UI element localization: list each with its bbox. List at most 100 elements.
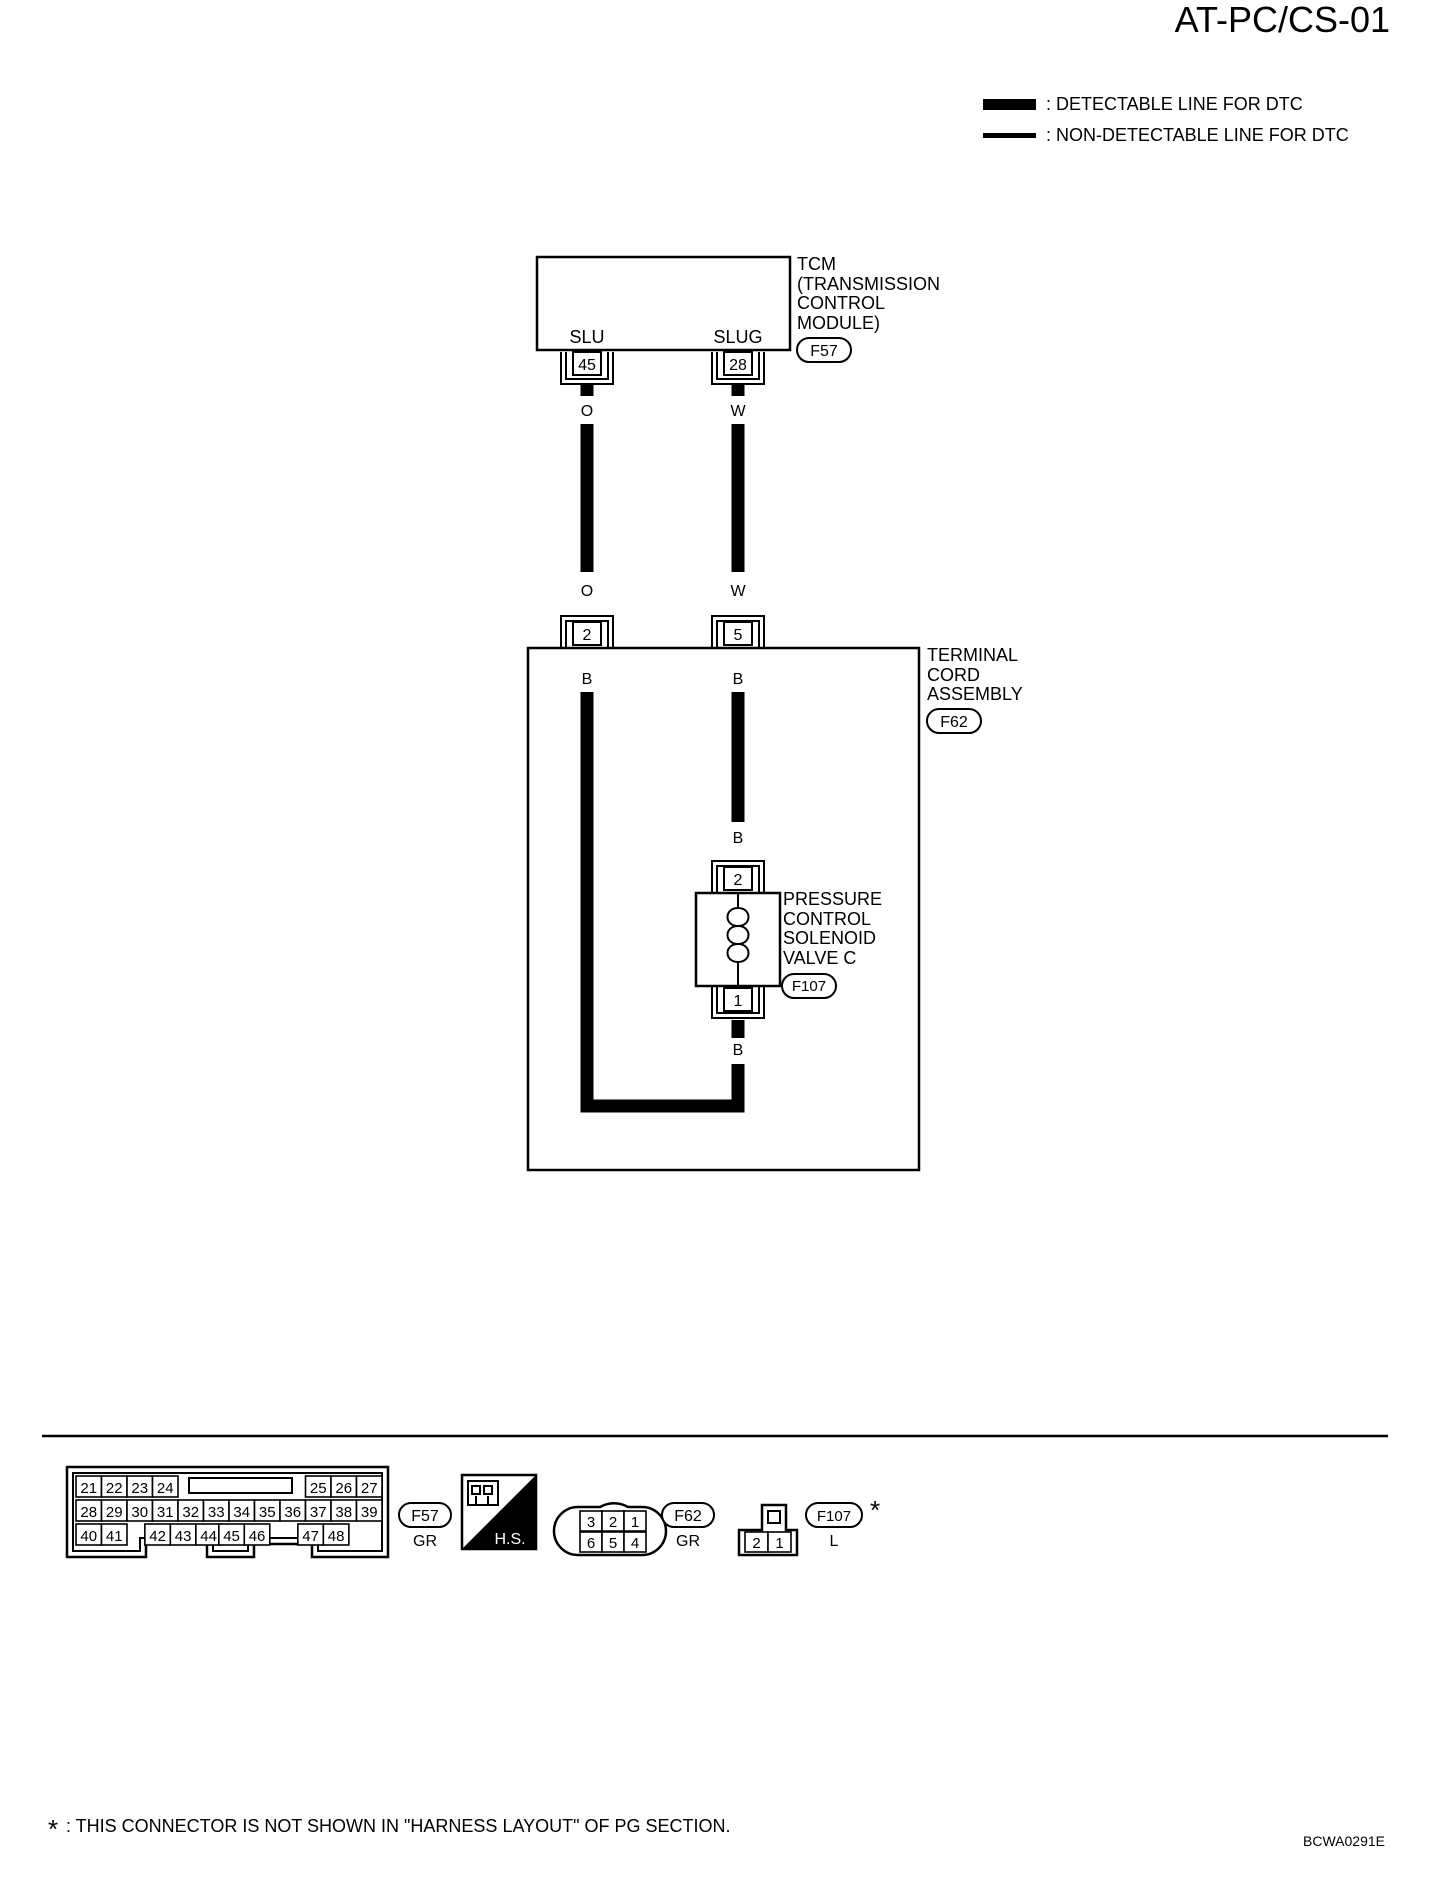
wire-color-b: B [733,671,744,688]
tcm-label-line: CONTROL [797,293,885,313]
f62-pin-label: 2 [609,1514,617,1531]
f107-pin-label: 1 [775,1535,783,1552]
f57-pin-label: 30 [131,1504,148,1521]
f62-pin-label: 5 [609,1535,617,1552]
solenoid-label-line: CONTROL [783,909,871,929]
f57-pin-label: 32 [182,1504,199,1521]
f57-pin-label: 40 [80,1528,97,1545]
footnote-text: : THIS CONNECTOR IS NOT SHOWN IN "HARNES… [66,1816,731,1836]
solenoid-label-line: PRESSURE [783,889,882,909]
tcm-label-line: (TRANSMISSION [797,274,940,294]
f62-view-id: F62 [674,1508,702,1525]
f57-pin-label: 31 [157,1504,174,1521]
f57-pin-label-cell [355,1475,383,1498]
connector-tag-f57 [796,337,852,363]
f57-pin-label: 35 [259,1504,276,1521]
wire-color-o-top: O [581,403,593,420]
f57-pin-label: 47 [302,1528,319,1545]
wire-color-b-solenoid-bottom: B [733,1042,744,1059]
f57-pin-label-cell [100,1523,128,1546]
tcm-box [535,255,792,352]
tcm-pin-45: 45 [560,351,614,385]
tcm-pin-45-label: 45 [578,357,596,374]
f57-pin-label: 37 [310,1504,327,1521]
legend-detectable-swatch [983,99,1036,110]
legend-detectable-label: : DETECTABLE LINE FOR DTC [1046,94,1303,114]
f107-view-asterisk: * [870,1495,880,1525]
f62-pin-label: 6 [587,1535,595,1552]
wire-color-o-bottom: O [581,583,593,600]
connector-tag-f57-view [398,1502,452,1528]
f57-pin-label: 23 [131,1480,148,1497]
f107-pin-label: 2 [752,1535,760,1552]
connector-tag-f107-label: F107 [792,978,826,995]
wire-color-b-solenoid-top: B [733,830,744,847]
figure-code: BCWA0291E [1303,1833,1385,1849]
f57-pin-label: 29 [106,1504,123,1521]
f57-view-color: GR [413,1533,437,1550]
f57-pin-label: 42 [149,1528,166,1545]
f107-view-color: L [830,1533,839,1550]
f57-pin-label: 45 [223,1528,240,1545]
wire-b-return [580,692,745,1113]
connector-tag-f62 [926,708,982,734]
pressure-control-solenoid: 2 1 PRESSURE CONTROL SOLENOID VALVE C F1… [694,860,887,1019]
solenoid-label-line: SOLENOID [783,928,876,948]
f107-view-id: F107 [817,1508,851,1525]
terminal-cord-pin-5-label: 5 [734,627,743,644]
f57-pin-label: 33 [208,1504,225,1521]
f57-pin-label: 25 [310,1480,327,1497]
terminal-name-slu: SLU [569,327,604,347]
f57-pin-label-cell [151,1475,179,1498]
harness-side-badge: H.S. [460,1473,538,1551]
terminal-cord-box [526,646,921,1172]
f57-pin-label-cell [322,1523,350,1546]
footnote-mark: * [48,1814,58,1844]
harness-side-icon [467,1480,499,1506]
connector-tag-f107 [781,973,837,999]
connector-tag-f62-label: F62 [940,714,968,731]
f57-pin-label: 22 [106,1480,123,1497]
f57-pin-label-cell [355,1499,383,1522]
f57-pin-label: 38 [335,1504,352,1521]
legend: : DETECTABLE LINE FOR DTC : NON-DETECTAB… [983,94,1349,145]
terminal-cord-pin-2: 2 [560,615,614,648]
terminal-cord-label-line: TERMINAL [927,645,1018,665]
tcm-label: TCM (TRANSMISSION CONTROL MODULE) [797,254,945,333]
solenoid-label-line: VALVE C [783,948,856,968]
f57-view-id: F57 [411,1508,439,1525]
tcm-pin-28-label: 28 [729,357,747,374]
solenoid-pin-1-label: 1 [734,993,743,1010]
wire-color-w-top: W [730,403,746,420]
terminal-cord-label: TERMINAL CORD ASSEMBLY [927,645,1023,704]
connector-tag-f62-view [661,1502,715,1528]
wire-color-b: B [582,671,593,688]
terminal-name-slug: SLUG [713,327,762,347]
hs-label: H.S. [494,1531,525,1548]
f57-pin-label: 36 [284,1504,301,1521]
f57-pin-label: 46 [249,1528,266,1545]
terminal-cord-pin-5: 5 [711,615,765,648]
f57-pin-label: 27 [361,1480,378,1497]
f57-pin-label: 21 [80,1480,97,1497]
f62-pin-label-cell [623,1531,647,1553]
solenoid-pin-2-label: 2 [734,872,743,889]
f62-view-color: GR [676,1533,700,1550]
f107-pin-label-cell [767,1531,792,1553]
f62-pin-label: 3 [587,1514,595,1531]
solenoid-label: PRESSURE CONTROL SOLENOID VALVE C [783,889,887,968]
f57-pin-label: 41 [106,1528,123,1545]
f57-pin-label: 44 [200,1528,217,1545]
legend-non-detectable-label: : NON-DETECTABLE LINE FOR DTC [1046,125,1349,145]
solenoid-coil-icon [726,907,750,964]
f62-pin-label: 1 [631,1514,639,1531]
tcm: TCM (TRANSMISSION CONTROL MODULE) F57 SL… [535,254,945,363]
f62-pin-label-cell [623,1510,647,1532]
tcm-label-line: TCM [797,254,836,274]
page-code: AT-PC/CS-01 [1175,0,1390,40]
f57-pin-label: 28 [80,1504,97,1521]
